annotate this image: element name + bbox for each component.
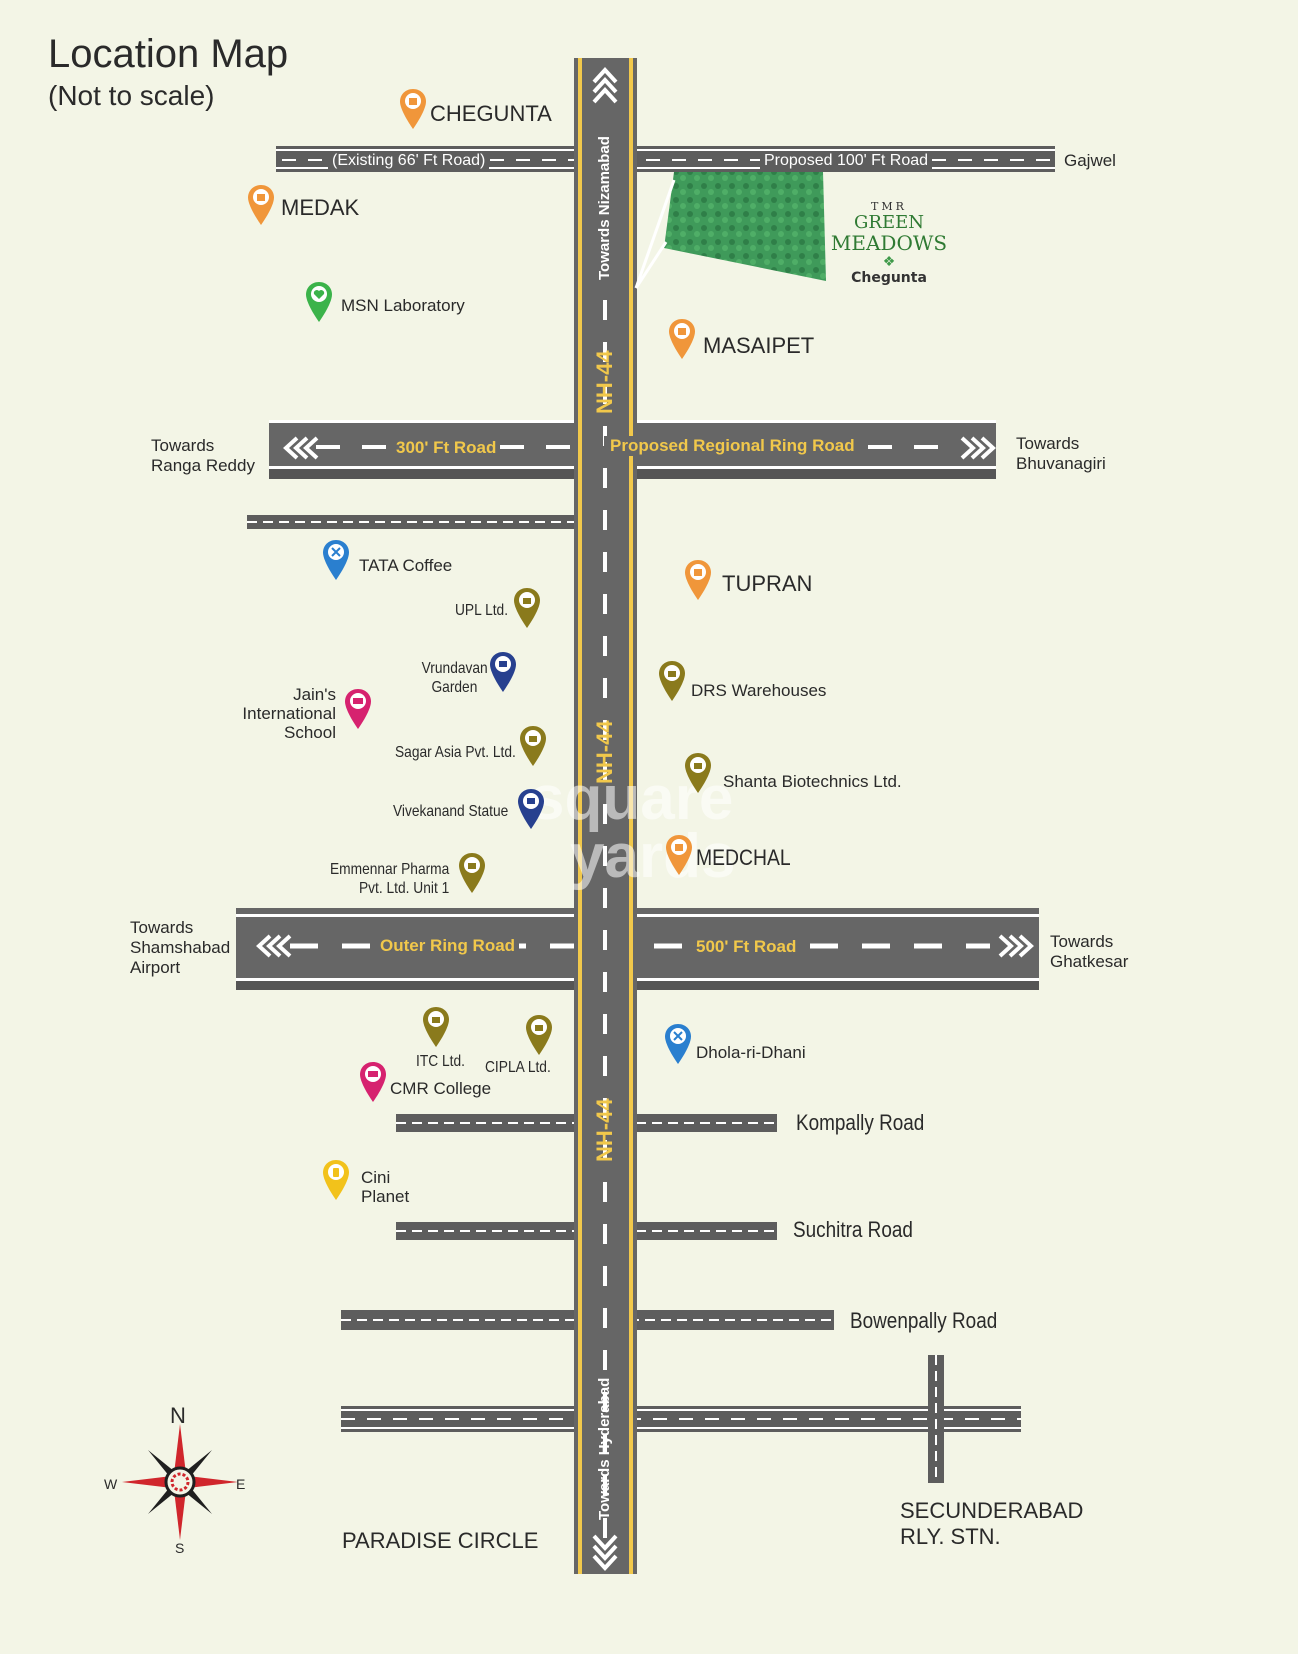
place-paradise-circle: PARADISE CIRCLE [342, 1528, 539, 1553]
road-outer-ring [236, 908, 1039, 990]
factory-pin-icon [659, 661, 685, 701]
highway-north-label: Towards Nizamabad [596, 136, 613, 280]
place-vrundavan-line1: Vrundavan [421, 660, 488, 677]
kompally-road-label: Kompally Road [796, 1110, 925, 1135]
suchitra-road-label: Suchitra Road [793, 1217, 913, 1242]
towards-shamshabad: Towards Shamshabad Airport [130, 918, 231, 977]
town-pin-icon [400, 89, 426, 129]
factory-pin-icon [459, 853, 485, 893]
towards-ghatkesar: Towards Ghatkesar [1050, 932, 1129, 971]
place-emmennar-line1: Emmennar Pharma [330, 861, 450, 878]
nh44-label-2: NH-44 [592, 720, 617, 784]
place-dhola-ri-dhani: Dhola-ri-Dhani [696, 1043, 806, 1062]
place-secunderabad-line1: SECUNDERABAD [900, 1498, 1084, 1523]
road-300ft: 300' Ft Road [392, 438, 501, 458]
place-tupran: TUPRAN [722, 571, 813, 596]
road-proposed-100: Proposed 100' Ft Road [760, 152, 933, 170]
towards-bhuvanagiri: Towards Bhuvanagiri [1016, 434, 1106, 473]
watermark: square yards [530, 764, 736, 891]
nh44-label-1: NH-44 [592, 350, 617, 414]
place-jains-line2: International [242, 704, 336, 723]
place-chegunta: CHEGUNTA [430, 101, 552, 126]
nh44-label-3: NH-44 [592, 1098, 617, 1162]
factory-pin-icon [685, 753, 711, 793]
compass-rose [122, 1424, 238, 1540]
garden-pin-icon [490, 652, 516, 692]
town-pin-icon [669, 319, 695, 359]
place-cmr-college: CMR College [390, 1079, 492, 1098]
place-msn-laboratory: MSN Laboratory [341, 296, 465, 315]
restaurant-pin-icon [323, 540, 349, 580]
map-subtitle: (Not to scale) [48, 80, 215, 111]
place-cipla: CIPLA Ltd. [485, 1059, 551, 1076]
place-upl: UPL Ltd. [455, 602, 509, 619]
rrr-arrows [283, 436, 996, 460]
compass-east: E [236, 1476, 246, 1492]
leaf-icon: ❖ [882, 254, 896, 270]
road-500ft: 500' Ft Road [690, 937, 803, 957]
place-tata-coffee: TATA Coffee [359, 556, 453, 575]
road-regional-ring-label: Proposed Regional Ring Road [604, 436, 861, 456]
place-masaipet: MASAIPET [703, 333, 815, 358]
place-emmennar-line2: Pvt. Ltd. Unit 1 [359, 880, 450, 897]
mall-pin-icon [323, 1160, 349, 1200]
factory-pin-icon [526, 1015, 552, 1055]
project-logo: TMR GREEN MEADOWS ❖ Chegunta [828, 200, 950, 286]
place-drs-warehouses: DRS Warehouses [691, 681, 827, 700]
place-cini-line1: Cini [361, 1168, 391, 1187]
place-secunderabad-line2: RLY. STN. [900, 1524, 1001, 1549]
place-itc: ITC Ltd. [416, 1053, 465, 1070]
town-pin-icon [248, 185, 274, 225]
towards-ranga-reddy: Towards Ranga Reddy [151, 436, 255, 475]
factory-pin-icon [423, 1007, 449, 1047]
restaurant-pin-icon [665, 1024, 691, 1064]
orr-arrows [256, 934, 1034, 958]
factory-pin-icon [514, 588, 540, 628]
statue-pin-icon [518, 789, 544, 829]
compass-south: S [175, 1540, 185, 1556]
school-pin-icon [360, 1062, 386, 1102]
place-cini-line2: Planet [361, 1187, 410, 1206]
road-secunderabad [341, 1355, 1021, 1483]
town-pin-icon [685, 560, 711, 600]
highway-nh44 [574, 58, 637, 1574]
place-medchal: MEDCHAL [696, 845, 791, 870]
bowenpally-road-label: Bowenpally Road [850, 1308, 998, 1333]
place-jains-line1: Jain's [293, 685, 336, 704]
map-title: Location Map [48, 32, 289, 76]
road-existing-66: (Existing 66' Ft Road) [328, 152, 490, 170]
place-sagar-asia: Sagar Asia Pvt. Ltd. [395, 744, 516, 761]
place-vrundavan-line2: Garden [431, 679, 478, 696]
road-thin-west [247, 515, 577, 529]
factory-pin-icon [520, 726, 546, 766]
compass-north: N [170, 1403, 186, 1428]
place-shanta-biotechnics: Shanta Biotechnics Ltd. [723, 772, 902, 791]
town-pin-icon [666, 835, 692, 875]
highway-south-label: Towards Hyderabad [596, 1377, 613, 1520]
project-plot [634, 172, 826, 289]
place-medak: MEDAK [281, 195, 360, 220]
heart-pin-icon [306, 282, 332, 322]
gajwel-label: Gajwel [1064, 151, 1116, 170]
place-jains-line3: School [284, 723, 336, 742]
school-pin-icon [345, 689, 371, 729]
road-outer-ring-label: Outer Ring Road [376, 936, 520, 956]
compass-west: W [104, 1476, 118, 1492]
place-vivekanand-statue: Vivekanand Statue [393, 803, 509, 820]
